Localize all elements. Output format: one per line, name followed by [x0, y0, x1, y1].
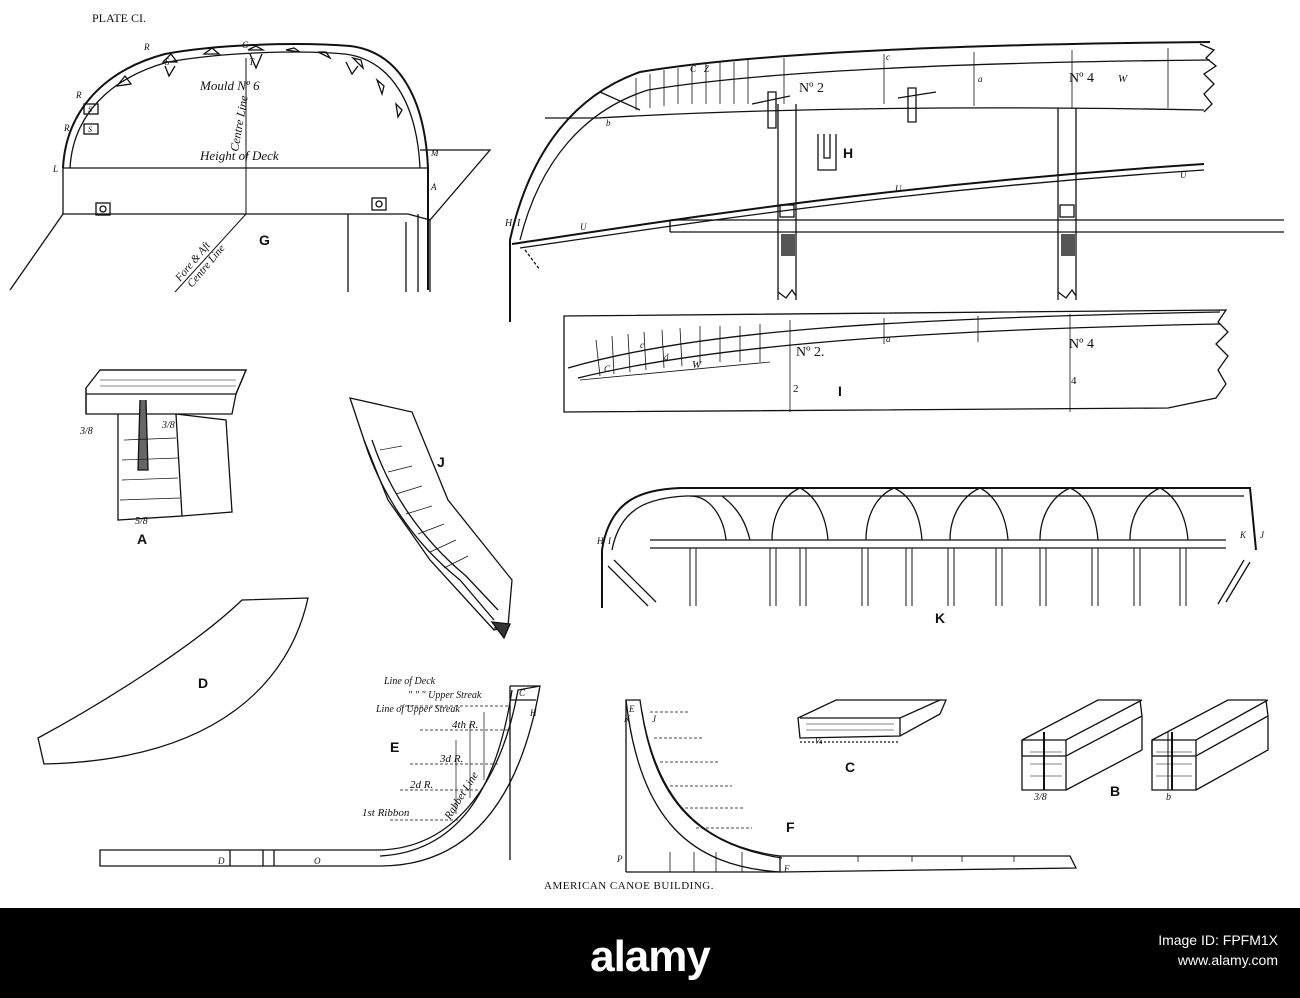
a-dim-3: 5/8 — [135, 516, 148, 527]
figure-h: Nº 2 Nº 4 H H I U U U W C Z a b c — [504, 41, 1284, 322]
watermark-site: www.alamy.com — [1177, 952, 1278, 968]
g-letter-a: A — [430, 182, 437, 192]
h-letter-u1: U — [580, 222, 587, 232]
e-line-of-upper-streak: Line of Upper Streak — [375, 704, 460, 715]
g-letter-t: T — [249, 57, 255, 67]
e-letter-o: O — [314, 856, 321, 866]
g-letter-g: G — [242, 40, 249, 50]
f-letter-j: J — [652, 714, 657, 724]
i-letter-c: C — [604, 364, 611, 374]
g-letter-s2: S — [88, 105, 92, 114]
c-dim: ¼ — [815, 736, 823, 747]
h-letter-u3: U — [1180, 170, 1187, 180]
figure-g-label: G — [259, 232, 270, 248]
h-letter-w: W — [1118, 73, 1128, 85]
f-letter-e: E — [628, 704, 635, 714]
figure-k-label: K — [935, 610, 945, 626]
h-letter-h: H — [504, 218, 513, 229]
figure-e-label: E — [390, 739, 399, 755]
figure-j: J — [349, 397, 513, 640]
h-station-2: Nº 2 — [799, 81, 824, 96]
figure-f-label: F — [786, 819, 795, 835]
g-mould-label: Mould Nº 6 — [199, 78, 260, 93]
plate-drawing: PLATE CI. Mould Nº 6 Centre Line Height … — [9, 11, 1284, 892]
watermark-image-id: Image ID: FPFM1X — [1158, 932, 1278, 948]
i-letter-d: d — [664, 352, 669, 362]
a-dim-1: 3/8 — [79, 426, 93, 437]
g-letter-m: M — [430, 148, 439, 158]
b-dim-b: b — [1166, 792, 1171, 803]
h-letter-b: b — [606, 118, 611, 128]
figure-i-label: I — [838, 383, 842, 399]
k-letter-j: J — [1260, 530, 1265, 540]
k-letter-i: I — [607, 536, 612, 546]
watermark-logo: alamy — [0, 932, 1300, 982]
g-letter-r: R — [143, 42, 150, 52]
figure-k: K H I K J — [596, 487, 1265, 626]
i-station-2: Nº 2. — [796, 345, 824, 360]
figure-g: Mould Nº 6 Centre Line Height of Deck Fo… — [9, 40, 492, 293]
watermark-info: Image ID: FPFM1X www.alamy.com — [1158, 930, 1278, 970]
a-dim-2: 3/8 — [161, 420, 175, 431]
e-2d-r: 2d R. — [410, 779, 433, 791]
h-letter-c2: c — [886, 52, 890, 62]
h-letter-c: C — [690, 64, 697, 74]
h-letter-i: I — [516, 218, 521, 229]
i-letter-a: a — [886, 334, 891, 344]
watermark-bar — [0, 908, 1300, 998]
watermark-brand: alamy — [590, 932, 711, 981]
h-letter-z: Z — [704, 64, 710, 74]
e-3d-r: 3d R. — [439, 753, 463, 765]
e-upper-streak: " " " Upper Streak — [408, 690, 482, 701]
f-letter-f: F — [783, 864, 790, 874]
e-4th-r: 4th R. — [452, 719, 478, 731]
plate-caption: AMERICAN CANOE BUILDING. — [544, 880, 714, 892]
g-height-of-deck-label: Height of Deck — [199, 148, 279, 163]
plate-number: PLATE CI. — [92, 11, 146, 25]
e-letter-h: H — [529, 708, 537, 718]
g-letter-s: S — [165, 57, 170, 67]
figure-a-label: A — [137, 531, 147, 547]
g-letter-r3: R — [63, 123, 70, 133]
h-letter-u2: U — [895, 184, 902, 194]
g-centre-line-label: Centre Line — [227, 94, 251, 153]
i-number-2: 2 — [793, 383, 799, 395]
figure-h-label: H — [843, 145, 853, 161]
figure-a: 3/8 3/8 5/8 A — [79, 369, 247, 547]
f-letter-p: P — [616, 854, 623, 864]
f-letter-k: K — [623, 714, 631, 724]
figure-b-label: B — [1110, 783, 1120, 799]
k-letter-h: H — [596, 536, 604, 546]
figure-j-label: J — [437, 454, 445, 470]
h-station-4: Nº 4 — [1069, 71, 1094, 86]
i-letter-w: W — [692, 359, 702, 371]
e-letter-d: D — [217, 856, 225, 866]
figure-i: Nº 2. Nº 4 2 4 I W C a c d — [563, 309, 1229, 413]
e-letter-c: C — [519, 688, 526, 698]
i-station-4: Nº 4 — [1069, 337, 1094, 352]
figure-e: Line of Deck " " " Upper Streak Line of … — [99, 676, 541, 867]
i-number-4: 4 — [1071, 375, 1077, 387]
figure-c-label: C — [845, 759, 855, 775]
figure-d-label: D — [198, 675, 208, 691]
e-1st-ribbon: 1st Ribbon — [362, 807, 410, 819]
g-letter-r2: R — [75, 90, 82, 100]
g-letter-l: L — [52, 164, 58, 174]
e-line-of-deck: Line of Deck — [383, 676, 436, 687]
i-letter-c2: c — [640, 340, 644, 350]
h-letter-a1: a — [978, 74, 983, 84]
figure-d: D — [37, 597, 309, 765]
figure-b: 3/8 b B — [1021, 699, 1269, 803]
g-letter-s3: S — [88, 125, 92, 134]
figure-c: ¼ C — [797, 699, 947, 775]
figure-f: E K J P F F — [616, 699, 1078, 874]
k-letter-k: K — [1239, 530, 1247, 540]
b-dim: 3/8 — [1033, 792, 1047, 803]
